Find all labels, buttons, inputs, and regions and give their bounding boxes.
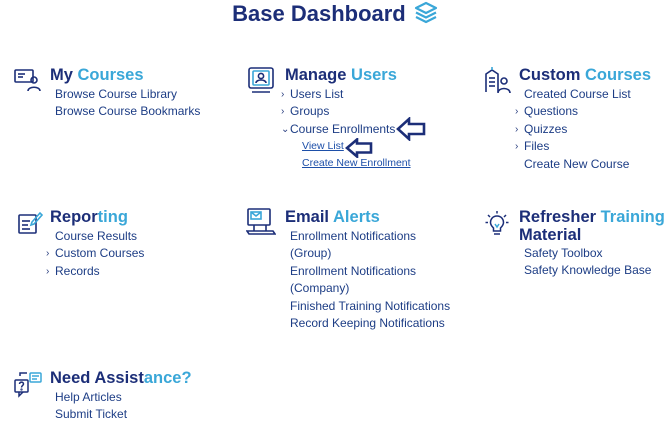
chevron-right-icon: ›: [46, 265, 50, 277]
chevron-right-icon: ›: [281, 106, 285, 118]
email-alerts-list: Enrollment Notifications (Group) Enrollm…: [290, 228, 450, 332]
my-courses-list: Browse Course Library Browse Course Book…: [55, 86, 200, 121]
help-articles-link[interactable]: Help Articles: [55, 390, 122, 404]
create-new-course-link[interactable]: Create New Course: [524, 156, 630, 171]
reporting-list: Course Results › Custom Courses › Record…: [46, 228, 144, 280]
enrollment-notifications-company-link-cont[interactable]: (Company): [290, 281, 350, 296]
chevron-right-icon: ›: [46, 248, 50, 260]
chevron-down-icon: ⌄: [281, 123, 290, 135]
assistance-list: Help Articles Submit Ticket: [55, 389, 127, 424]
layers-icon: [414, 1, 438, 32]
lightbulb-icon: [485, 210, 509, 243]
enrollment-notifications-company-link[interactable]: Enrollment Notifications: [290, 263, 417, 278]
course-results-link[interactable]: Course Results: [55, 229, 138, 243]
email-computer-icon: [245, 207, 277, 242]
report-edit-icon: [17, 210, 44, 241]
browse-course-bookmarks-link[interactable]: Browse Course Bookmarks: [55, 104, 201, 119]
chevron-right-icon: ›: [515, 141, 519, 153]
groups-link[interactable]: › Groups: [281, 103, 411, 120]
email-alerts-heading[interactable]: Email Alerts: [285, 208, 380, 226]
building-user-icon: [483, 66, 511, 99]
questions-link[interactable]: › Questions: [515, 103, 631, 120]
chevron-right-icon: ›: [515, 106, 519, 118]
need-assistance-heading[interactable]: Need Assistance?: [50, 369, 192, 387]
course-enrollments-link[interactable]: ⌄ Course Enrollments: [281, 121, 411, 138]
safety-toolbox-link[interactable]: Safety Toolbox: [524, 246, 603, 260]
help-chat-icon: [13, 370, 43, 403]
record-keeping-notifications-link[interactable]: Record Keeping Notifications: [290, 315, 445, 330]
my-courses-heading[interactable]: My Courses: [50, 66, 144, 84]
pointer-arrow-icon: [344, 136, 373, 163]
chevron-right-icon: ›: [515, 123, 519, 135]
submit-ticket-link[interactable]: Submit Ticket: [55, 407, 128, 422]
refresher-list: Safety Toolbox Safety Knowledge Base: [524, 245, 651, 280]
reporting-heading[interactable]: Reporting: [50, 208, 128, 226]
create-new-enrollment-link[interactable]: Create New Enrollment: [302, 157, 411, 170]
records-link[interactable]: › Records: [46, 263, 144, 280]
manage-users-heading[interactable]: Manage Users: [285, 66, 397, 84]
custom-courses-list: Created Course List › Questions › Quizze…: [515, 86, 631, 173]
files-link[interactable]: › Files: [515, 138, 631, 155]
quizzes-link[interactable]: › Quizzes: [515, 121, 631, 138]
page-title: Base Dashboard: [0, 0, 670, 32]
chevron-right-icon: ›: [281, 89, 285, 100]
manage-users-list: › Users List › Groups ⌄ Course Enrollmen…: [281, 86, 411, 172]
laptop-user-icon: [13, 67, 41, 98]
users-list-link[interactable]: › Users List: [281, 86, 411, 103]
finished-training-notifications-link[interactable]: Finished Training Notifications: [290, 298, 451, 313]
view-list-link[interactable]: View List: [302, 140, 344, 153]
browse-course-library-link[interactable]: Browse Course Library: [55, 87, 178, 101]
page-title-text: Base Dashboard: [232, 1, 406, 26]
enrollment-notifications-group-link[interactable]: Enrollment Notifications: [290, 229, 417, 243]
safety-knowledge-base-link[interactable]: Safety Knowledge Base: [524, 263, 652, 278]
pointer-arrow-icon: [396, 116, 426, 146]
custom-courses-report-link[interactable]: › Custom Courses: [46, 245, 144, 262]
refresher-training-heading[interactable]: Refresher Training Material: [519, 208, 665, 244]
enrollment-notifications-group-link-cont[interactable]: (Group): [290, 246, 332, 261]
custom-courses-heading[interactable]: Custom Courses: [519, 66, 652, 84]
user-id-card-icon: [247, 66, 275, 99]
created-course-list-link[interactable]: Created Course List: [524, 87, 631, 101]
